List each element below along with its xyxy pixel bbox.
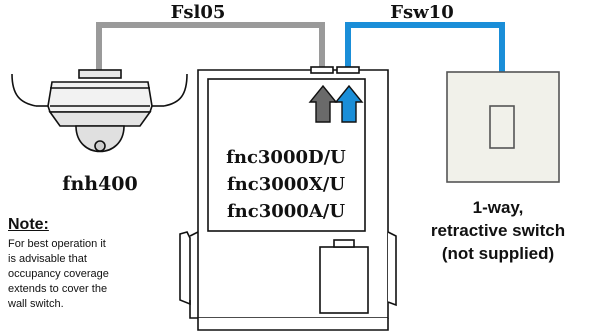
blue-up-arrow-icon (334, 84, 364, 123)
grey-up-arrow-icon (308, 84, 338, 123)
note-line: is advisable that (8, 253, 87, 265)
note-body: For best operation it is advisable that … (8, 237, 158, 312)
sensor-label: fnh400 (62, 173, 137, 195)
cable-fsl05-label: Fsl05 (171, 2, 226, 23)
note-line: occupancy coverage (8, 268, 109, 280)
note-title: Note: (8, 216, 49, 233)
controller-unit (179, 66, 397, 331)
switch-label-line: 1-way, (472, 198, 524, 217)
switch-label-line: (not supplied) (441, 244, 555, 263)
note-line: wall switch. (8, 298, 64, 310)
switch-label: 1-way, retractive switch (not supplied) (408, 196, 588, 265)
switch-label-line: retractive switch (430, 221, 566, 240)
wall-switch (446, 71, 560, 183)
sensor-fnh400 (11, 69, 188, 153)
note-line: For best operation it (8, 238, 106, 250)
note-block: Note: For best operation it is advisable… (8, 216, 158, 312)
cable-fsl05 (96, 22, 325, 71)
model-line-2: fnc3000X/U (227, 174, 345, 195)
note-line: extends to cover the (8, 283, 108, 295)
model-line-1: fnc3000D/U (226, 147, 346, 168)
cable-fsw10-label: Fsw10 (390, 2, 453, 23)
cable-fsw10 (345, 22, 505, 72)
model-line-3: fnc3000A/U (227, 201, 345, 222)
